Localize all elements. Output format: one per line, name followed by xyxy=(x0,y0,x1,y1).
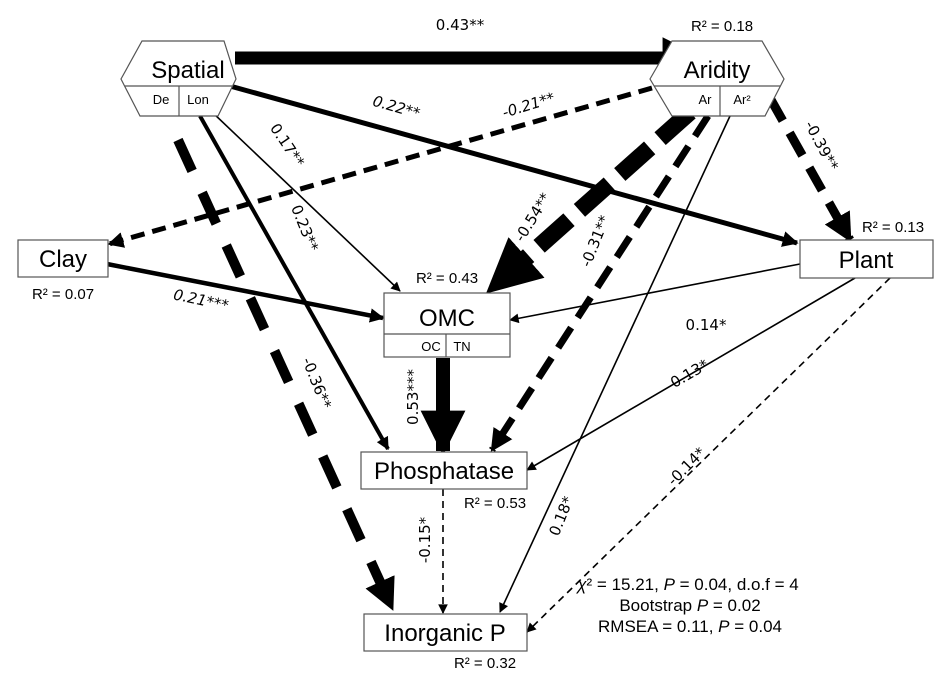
spatial-label: Spatial xyxy=(151,57,224,84)
aridity-sub-ar2: Ar² xyxy=(733,92,751,107)
node-spatial: Spatial De Lon xyxy=(120,40,237,117)
edges xyxy=(106,37,891,633)
node-omc: OMC OC TN R² = 0.43 xyxy=(383,270,511,358)
edge-aridity-inorganic-p xyxy=(499,115,731,613)
clay-label: Clay xyxy=(39,246,87,273)
inorganic-p-r2: R² = 0.32 xyxy=(454,655,516,672)
edge-spatial-omc xyxy=(211,111,401,292)
coef-spatial-plant: 0.22** xyxy=(371,92,423,123)
node-phosphatase: Phosphatase R² = 0.53 xyxy=(360,451,528,512)
plant-label: Plant xyxy=(839,247,894,274)
omc-label: OMC xyxy=(419,305,475,332)
omc-sub-tn: TN xyxy=(453,339,470,354)
coef-aridity-clay: -0.21** xyxy=(500,89,557,122)
coef-spatial-omc: 0.17** xyxy=(266,120,308,171)
fit-line-2: Bootstrap P = 0.02 xyxy=(619,596,760,615)
node-inorganic-p: Inorganic P R² = 0.32 xyxy=(363,613,528,672)
edge-aridity-clay xyxy=(107,85,653,248)
coef-clay-omc: 0.21*** xyxy=(172,285,231,314)
edge-aridity-omc xyxy=(484,105,696,297)
node-clay: Clay R² = 0.07 xyxy=(17,239,109,303)
coef-plant-phosphatase: 0.13* xyxy=(667,355,712,391)
edge-plant-phosphatase xyxy=(526,277,856,471)
coef-spatial-aridity: 0.43** xyxy=(436,16,485,34)
coef-plant-omc: 0.14* xyxy=(686,316,727,334)
inorganic-p-label: Inorganic P xyxy=(384,620,505,647)
edge-spatial-inorganic-p xyxy=(173,137,397,611)
coef-spatial-phosphatase: 0.23** xyxy=(287,202,322,254)
aridity-sub-ar: Ar xyxy=(699,92,713,107)
aridity-label: Aridity xyxy=(684,57,751,84)
node-plant: Plant R² = 0.13 xyxy=(799,219,934,279)
plant-r2: R² = 0.13 xyxy=(862,219,924,236)
phosphatase-r2: R² = 0.53 xyxy=(464,495,526,512)
omc-r2: R² = 0.43 xyxy=(416,270,478,287)
fit-line-3: RMSEA = 0.11, P = 0.04 xyxy=(598,617,782,636)
coef-aridity-phosphatase: -0.31** xyxy=(577,212,614,269)
spatial-sub-de: De xyxy=(153,92,170,107)
phosphatase-label: Phosphatase xyxy=(374,458,514,485)
edge-plant-inorganic-p xyxy=(526,277,891,633)
edge-spatial-plant xyxy=(229,83,799,247)
edge-aridity-plant xyxy=(766,95,854,243)
model-fit-stats: χ² = 15.21, P = 0.04, d.o.f = 4 Bootstra… xyxy=(575,575,798,636)
aridity-r2: R² = 0.18 xyxy=(691,18,753,35)
coef-aridity-inorganic-p: 0.18* xyxy=(545,493,577,538)
coef-omc-phosphatase: 0.53*** xyxy=(404,369,422,425)
omc-sub-oc: OC xyxy=(421,339,441,354)
edge-plant-omc xyxy=(509,263,801,324)
spatial-sub-lon: Lon xyxy=(187,92,209,107)
edge-spatial-phosphatase xyxy=(198,115,390,451)
edge-aridity-phosphatase xyxy=(489,114,711,452)
edge-clay-omc xyxy=(106,261,385,323)
clay-r2: R² = 0.07 xyxy=(32,286,94,303)
coef-plant-inorganic-p: -0.14* xyxy=(664,443,710,489)
coef-phosphatase-inorganic-p: -0.15* xyxy=(416,516,434,563)
coef-aridity-plant: -0.39** xyxy=(801,118,842,174)
fit-line-1: χ² = 15.21, P = 0.04, d.o.f = 4 xyxy=(575,575,798,594)
node-aridity: Aridity Ar Ar² R² = 0.18 xyxy=(649,18,785,117)
